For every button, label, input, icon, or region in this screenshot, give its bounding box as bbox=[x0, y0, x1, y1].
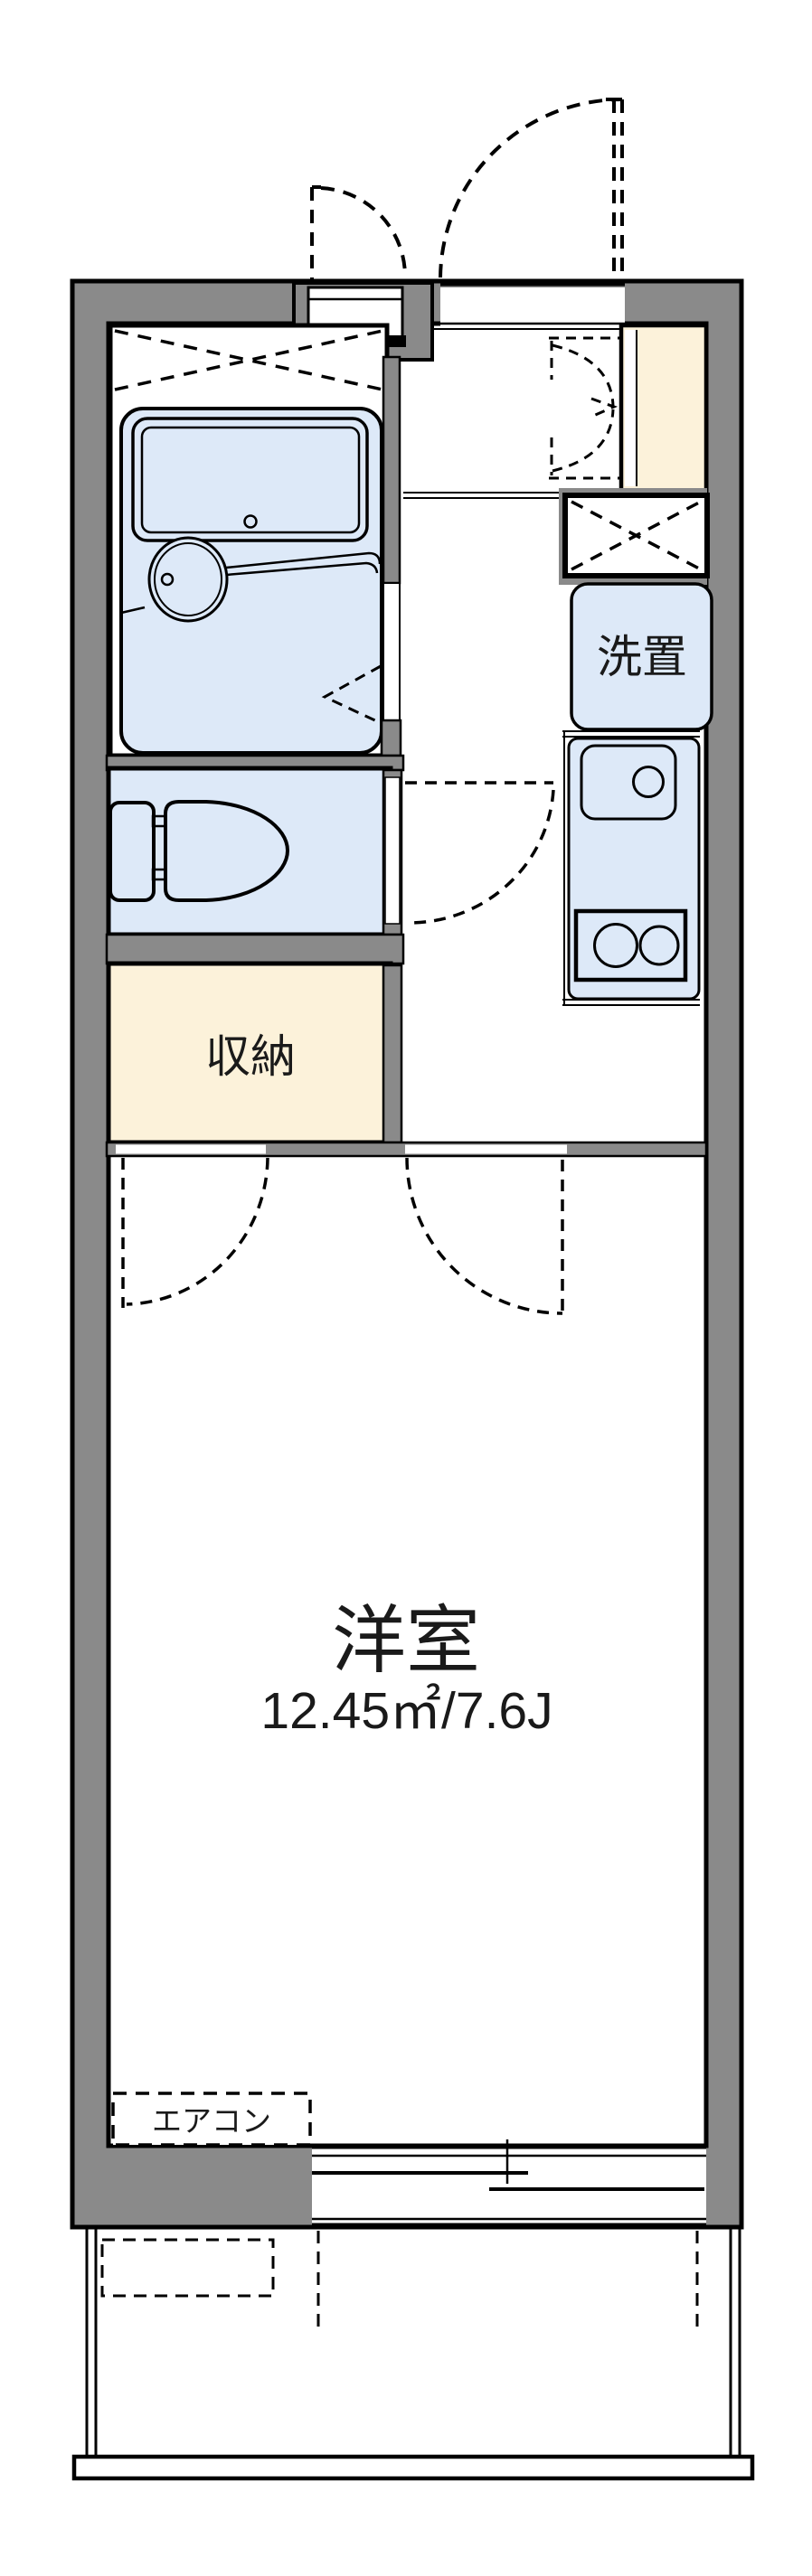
washer-place-label: 洗置 bbox=[597, 632, 687, 682]
main-room-door-right-swing bbox=[405, 1157, 564, 1315]
bath-door-opening bbox=[382, 582, 401, 721]
main-room-door-left-swing bbox=[121, 1157, 269, 1308]
stove bbox=[573, 908, 688, 982]
cabinet-door-swing bbox=[549, 336, 620, 480]
bathtub bbox=[131, 417, 369, 542]
main-room-area-label: 12.45㎡/7.6J bbox=[260, 1682, 552, 1740]
storage-label: 収納 bbox=[205, 1031, 296, 1082]
toilet-bowl bbox=[164, 800, 290, 902]
sliding-window bbox=[312, 2139, 706, 2226]
kitchen-sink bbox=[580, 744, 677, 821]
aircon-label: エアコン bbox=[152, 2104, 271, 2138]
toilet-connector-bottom bbox=[151, 868, 167, 881]
balcony-bottom-rail bbox=[71, 2454, 755, 2481]
bath-hall-wall-lower bbox=[380, 719, 402, 757]
toilet-storage-divider-wall bbox=[105, 933, 405, 965]
washbasin bbox=[147, 536, 229, 623]
toilet-connector-top bbox=[151, 814, 167, 828]
stove-burner-left bbox=[593, 923, 638, 968]
washbasin-faucet bbox=[160, 572, 175, 587]
toilet-room bbox=[106, 766, 393, 937]
bath-folding-door bbox=[321, 664, 382, 724]
toilet-door-swing bbox=[405, 781, 555, 925]
aircon-box bbox=[111, 2092, 312, 2147]
toilet-tank bbox=[109, 801, 156, 902]
pipe-space-x bbox=[571, 500, 702, 571]
balcony-rails bbox=[85, 2229, 741, 2457]
balcony-dashed-box bbox=[100, 2238, 275, 2298]
unit-bath-enclosure bbox=[119, 407, 383, 755]
toilet-door-opening bbox=[384, 776, 401, 925]
bath-counter-lines bbox=[120, 551, 382, 615]
divider-opening-left bbox=[116, 1144, 266, 1154]
window-opening bbox=[312, 2148, 706, 2224]
top-wall-opening bbox=[440, 287, 625, 326]
bath-hall-wall-upper bbox=[382, 355, 401, 585]
washing-machine-pan bbox=[570, 582, 713, 731]
washbasin-inner bbox=[154, 542, 222, 616]
stove-burner-right bbox=[638, 925, 680, 966]
large-door-swing bbox=[439, 98, 624, 279]
bathtub-inner-line bbox=[140, 426, 361, 534]
shoe-cabinet-door-gap bbox=[625, 330, 637, 486]
front-door-swing bbox=[310, 185, 408, 279]
divider-opening-right bbox=[405, 1144, 567, 1154]
kitchen-counter bbox=[567, 737, 701, 1001]
bathtub-drain bbox=[243, 514, 258, 529]
kitchen-faucet bbox=[632, 766, 665, 798]
storage-right-wall bbox=[382, 964, 403, 1144]
main-room-label: 洋室 bbox=[332, 1600, 480, 1682]
